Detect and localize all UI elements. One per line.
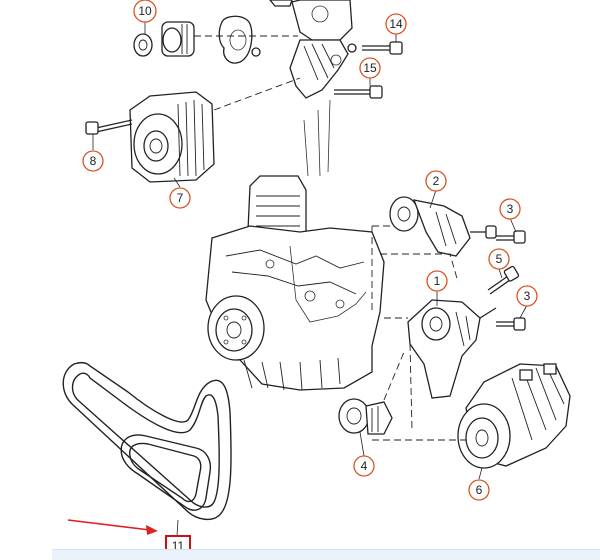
belt-tensioner <box>389 196 497 257</box>
idler-pulley-small <box>133 33 153 57</box>
callout-3-upper: 3 <box>499 198 521 220</box>
svg-text:10: 10 <box>138 4 152 18</box>
bolt-3-upper <box>496 230 526 244</box>
leader-lines <box>92 22 528 537</box>
bolt-3-lower <box>496 317 526 331</box>
svg-text:14: 14 <box>389 17 403 31</box>
svg-text:6: 6 <box>476 483 483 497</box>
svg-text:3: 3 <box>524 289 531 303</box>
bolt-14 <box>362 41 403 55</box>
ribbed-belt <box>62 361 232 520</box>
accessory-bracket <box>407 299 497 399</box>
gasket-ring <box>218 15 261 64</box>
svg-text:2: 2 <box>433 174 440 188</box>
callout-15: 15 <box>359 57 381 79</box>
svg-text:8: 8 <box>90 154 97 168</box>
callout-6: 6 <box>468 479 490 501</box>
callout-5: 5 <box>488 248 510 270</box>
callout-10: 10 <box>133 0 157 23</box>
mounting-bracket-top <box>269 0 357 99</box>
svg-text:3: 3 <box>507 202 514 216</box>
idler-pulley-4 <box>338 398 393 435</box>
svg-text:15: 15 <box>363 61 377 75</box>
alternator <box>85 91 215 183</box>
svg-text:7: 7 <box>177 191 184 205</box>
water-pump-pulley <box>207 295 265 361</box>
svg-text:1: 1 <box>434 274 441 288</box>
ac-compressor <box>457 363 571 469</box>
callout-7: 7 <box>169 187 191 209</box>
footer-strip <box>52 549 600 560</box>
callout-4: 4 <box>353 455 375 477</box>
svg-text:5: 5 <box>496 252 503 266</box>
bolt-15 <box>334 85 383 99</box>
callout-14: 14 <box>385 13 407 35</box>
callout-2: 2 <box>425 170 447 192</box>
bolt-5 <box>487 265 520 295</box>
tensioner-pulley-top <box>161 21 195 57</box>
callout-1: 1 <box>426 270 448 292</box>
svg-text:4: 4 <box>361 459 368 473</box>
highlight-arrow <box>67 519 158 535</box>
callout-3-lower: 3 <box>516 285 538 307</box>
callout-8: 8 <box>82 150 104 172</box>
